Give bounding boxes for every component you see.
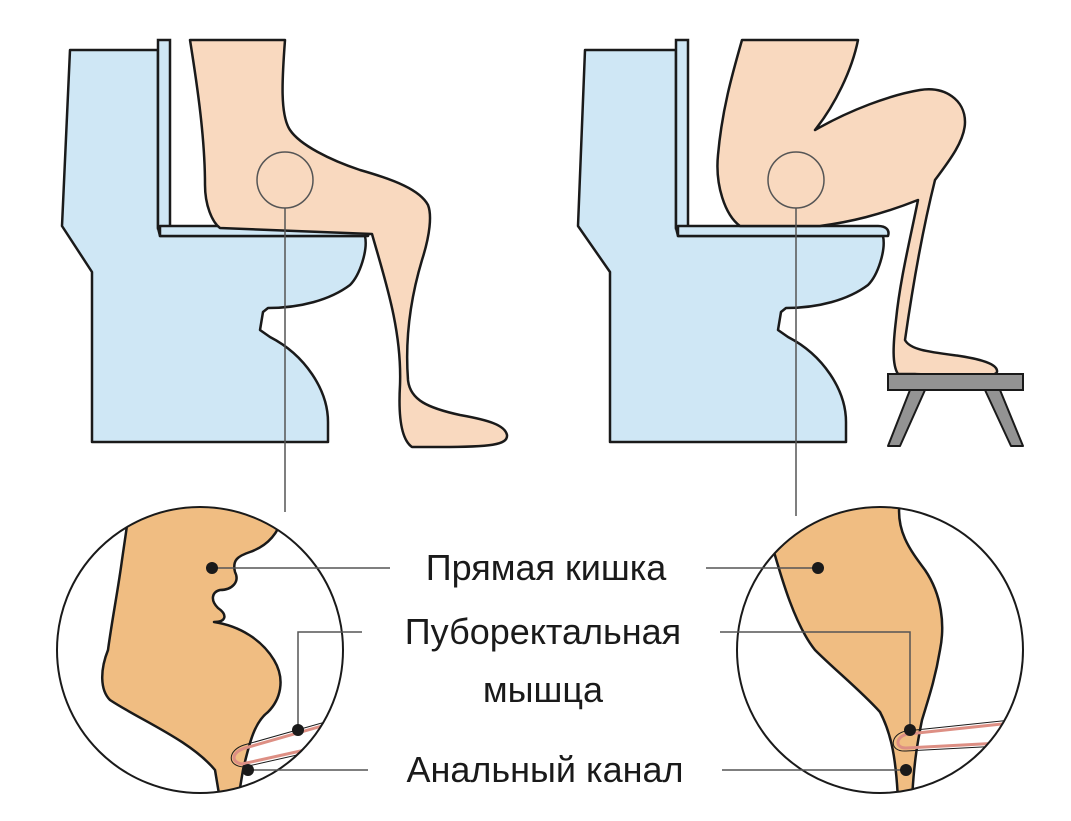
right-toilet-scene	[576, 38, 1024, 516]
left-toilet	[60, 48, 367, 444]
left-puborectalis-dot	[292, 724, 304, 736]
footstool	[887, 373, 1024, 447]
right-anal-canal-dot	[900, 764, 912, 776]
rectum-label: Прямая кишка	[426, 547, 668, 588]
right-toilet	[576, 48, 885, 444]
right-rectum-shape	[768, 507, 944, 793]
puborectalis-label-line2: мышца	[483, 669, 604, 710]
right-toilet-seat	[676, 224, 890, 238]
right-anatomy-circle	[736, 506, 1024, 794]
right-puborectalis-dot	[904, 724, 916, 736]
anal-canal-label: Анальный канал	[406, 749, 683, 790]
left-toilet-lid	[156, 38, 172, 230]
puborectalis-label-line1: Пуборектальная	[405, 611, 681, 652]
right-rectum-dot	[812, 562, 824, 574]
right-body	[716, 38, 999, 378]
left-anatomy-circle	[56, 506, 344, 794]
right-toilet-lid	[674, 38, 690, 230]
left-anal-canal-dot	[242, 764, 254, 776]
left-rectum-shape	[101, 507, 287, 793]
left-toilet-scene	[60, 38, 509, 512]
left-rectum-dot	[206, 562, 218, 574]
leader-dots	[206, 562, 916, 776]
leader-lines	[212, 567, 911, 771]
left-puborectalis-sling	[232, 716, 343, 766]
left-body	[188, 38, 509, 449]
